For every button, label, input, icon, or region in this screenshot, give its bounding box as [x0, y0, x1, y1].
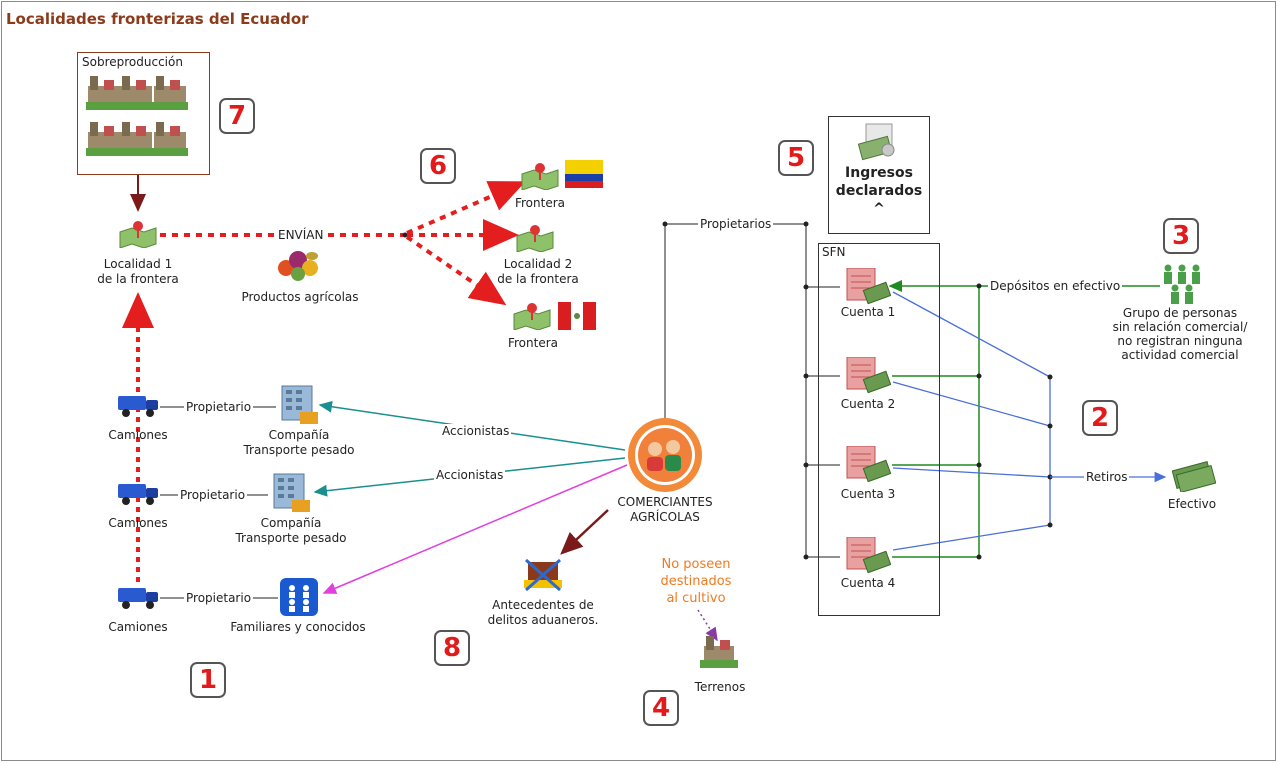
people-group-icon: [1164, 264, 1200, 304]
badge-3: 3: [1163, 218, 1199, 254]
no-poseen-label: No poseen destinados al cultivo: [660, 557, 732, 606]
badge-8: 8: [434, 630, 470, 666]
peru-flag-icon: [558, 302, 596, 330]
envian-label: ENVÍAN: [276, 228, 326, 242]
land-factory-icon: [700, 636, 738, 668]
accionistas-label: Accionistas: [440, 424, 512, 438]
edge-retiro-cuenta1: [892, 291, 1051, 378]
propietarios-label: Propietarios: [698, 217, 774, 231]
cash-icon: [1172, 461, 1216, 492]
map-pin-icon: [513, 303, 551, 330]
ingresos-label: Ingresos declarados ^: [835, 165, 923, 217]
edge-retiro-cuenta3: [892, 467, 1051, 478]
localidad1-label: Localidad 1 de la frontera: [97, 257, 179, 286]
badge-5: 5: [778, 140, 814, 176]
sfn-title: SFN: [822, 245, 846, 259]
badge-4: 4: [643, 690, 679, 726]
camiones-label: Camiones: [108, 516, 168, 530]
depositos-label: Depósitos en efectivo: [988, 279, 1123, 293]
cuenta2-label: Cuenta 2: [840, 397, 896, 411]
familiares-label: Familiares y conocidos: [230, 620, 366, 634]
edge-retiro-cuenta4: [892, 524, 1051, 551]
accionistas-label: Accionistas: [434, 468, 506, 482]
produce-icon: [278, 251, 318, 281]
camiones-label: Camiones: [108, 620, 168, 634]
map-pin-icon: [516, 225, 554, 252]
propietario-label: Propietario: [184, 400, 254, 414]
sfn-box: SFN: [818, 243, 940, 616]
factory-cluster-icon: [86, 76, 188, 156]
company-building-icon: [281, 385, 318, 424]
camiones-label: Camiones: [108, 428, 168, 442]
edge-to-frontera-pe: [405, 235, 507, 306]
compania2-label: Compañía Transporte pesado: [235, 516, 347, 545]
page-title: Localidades fronterizas del Ecuador: [6, 10, 309, 28]
sobreproduccion-title: Sobreproducción: [82, 55, 183, 69]
comerciantes-label: COMERCIANTES AGRÍCOLAS: [617, 495, 713, 524]
badge-7: 7: [219, 98, 255, 134]
badge-1: 1: [190, 662, 226, 698]
account-ledger-icon: [846, 446, 891, 482]
cuenta4-label: Cuenta 4: [840, 576, 896, 590]
account-ledger-icon: [846, 537, 891, 573]
truck-icon: [118, 484, 158, 505]
cuenta1-label: Cuenta 1: [840, 305, 896, 319]
comerciantes-people-icon: [628, 418, 702, 492]
edge-comerciantes-terrenos: [697, 609, 718, 642]
money-document-icon: [858, 123, 895, 161]
sobreproduccion-box: Sobreproducción: [77, 52, 210, 175]
company-building-icon: [273, 473, 310, 512]
ingresos-box: [828, 116, 930, 234]
ecuador-flag-icon: [565, 160, 603, 188]
family-group-icon: [280, 578, 318, 616]
edge-retiro-cuenta2: [892, 381, 1051, 427]
localidad2-label: Localidad 2 de la frontera: [497, 257, 579, 286]
edge-comerciantes-familiares: [322, 464, 628, 594]
compania1-label: Compañía Transporte pesado: [243, 428, 355, 457]
truck-icon: [118, 588, 158, 609]
account-ledger-icon: [846, 357, 891, 393]
customs-crime-icon: [524, 558, 562, 592]
cuenta3-label: Cuenta 3: [840, 487, 896, 501]
productos-label: Productos agrícolas: [241, 290, 359, 304]
map-pin-icon: [119, 221, 157, 248]
badge-6: 6: [420, 148, 456, 184]
antecedentes-label: Antecedentes de delitos aduaneros.: [487, 598, 599, 627]
map-pin-icon: [521, 163, 559, 190]
frontera-ecuador-label: Frontera: [514, 196, 566, 210]
propietario-label: Propietario: [178, 488, 248, 502]
frontera-peru-label: Frontera: [507, 336, 559, 350]
retiros-label: Retiros: [1084, 470, 1130, 484]
truck-icon: [118, 396, 158, 417]
edge-comerciantes-antecedentes: [560, 509, 609, 555]
badge-2: 2: [1082, 400, 1118, 436]
grupo-personas-label: Grupo de personas sin relación comercial…: [1112, 306, 1248, 362]
propietario-label: Propietario: [184, 591, 254, 605]
efectivo-label: Efectivo: [1167, 497, 1217, 511]
account-ledger-icon: [846, 268, 891, 304]
edge-to-frontera-ec: [406, 181, 526, 235]
terrenos-label: Terrenos: [694, 680, 746, 694]
